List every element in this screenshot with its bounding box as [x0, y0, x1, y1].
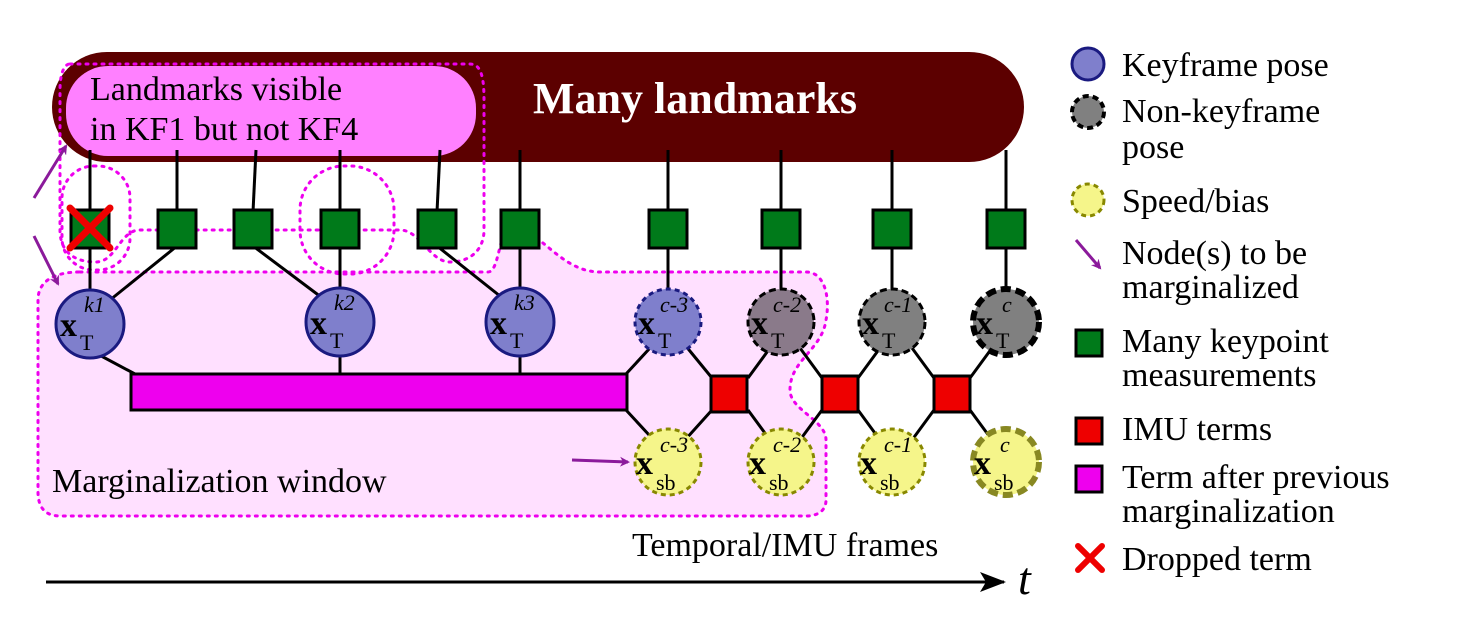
legend-imu-terms: IMU terms [1122, 411, 1272, 448]
landmarks-visible-box [66, 66, 476, 156]
marginalization-window-label: Marginalization window [52, 463, 387, 500]
keypoint-square [416, 208, 458, 250]
legend: Keyframe pose Non-keyframe pose Speed/bi… [1070, 46, 1390, 578]
kf1-dropped-region [60, 164, 132, 272]
temporal-frames-label: Temporal/IMU frames [632, 527, 938, 564]
legend-prev-marg-line1: Term after previous [1122, 459, 1390, 496]
many-landmarks-label: Many landmarks [533, 74, 857, 123]
node-sub: T [882, 328, 896, 353]
cross-icon [1075, 543, 1105, 573]
node-base: x [60, 307, 77, 344]
node-sup: c-2 [773, 432, 801, 457]
kf1-visible-region [58, 62, 486, 264]
marginalize-arrows [32, 144, 630, 467]
node-sub: T [771, 328, 785, 353]
node-sub: T [330, 328, 344, 353]
node-sub: sb [769, 470, 789, 495]
keypoint-square [319, 208, 361, 250]
visible-box-line1: Landmarks visible [90, 71, 342, 108]
arrow-icon [32, 235, 60, 286]
node-sup: c [1000, 432, 1010, 457]
prev-marg-swatch [1074, 464, 1104, 494]
node-sup: c-3 [660, 432, 688, 457]
node-base: x [490, 305, 507, 342]
node-sup: k2 [334, 290, 355, 315]
nonkeyframe-pose-swatch [1070, 94, 1106, 130]
keypoint-square [871, 208, 913, 250]
node-base: x [974, 445, 991, 482]
legend-keypoint-line1: Many keypoint [1122, 323, 1329, 360]
prior-term-bar [129, 372, 629, 412]
keyframe-node-3: x T k3 [484, 286, 556, 358]
node-base: x [638, 305, 655, 342]
keypoint-square [985, 208, 1027, 250]
node-base: x [751, 305, 768, 342]
node-sup: k1 [84, 292, 105, 317]
speed-node-c-1: x sb c-1 [857, 427, 927, 497]
keypoint-square [760, 208, 802, 250]
keyframe-node-2: x T k2 [304, 286, 376, 358]
node-sub: sb [880, 470, 900, 495]
node-base: x [310, 305, 327, 342]
node-sup: c-1 [884, 432, 912, 457]
arrow-icon [571, 456, 630, 467]
speed-node-c-2: x sb c-2 [746, 427, 816, 497]
node-base: x [862, 305, 879, 342]
keypoint-square [647, 208, 689, 250]
arrow-icon [1074, 239, 1102, 270]
landmark-edges [88, 149, 1008, 213]
cross-icon [66, 204, 114, 252]
keypoint-measurements [69, 208, 1027, 250]
pose-node-c-1: x T c-1 [857, 287, 927, 357]
pose-node-c-3: x T c-3 [633, 287, 703, 357]
legend-keyframe-pose: Keyframe pose [1122, 47, 1329, 84]
imu-square [932, 374, 972, 414]
node-sup: c-1 [884, 292, 912, 317]
legend-keypoint-line2: measurements [1122, 357, 1317, 394]
node-sup: k3 [514, 290, 535, 315]
node-base: x [860, 445, 877, 482]
keyframe-node-1: x T k1 [54, 288, 126, 360]
node-sup: c [1002, 292, 1012, 317]
legend-nonkeyframe-line2: pose [1122, 129, 1184, 166]
imu-swatch [1074, 416, 1104, 446]
node-base: x [636, 445, 653, 482]
imu-square [709, 374, 749, 414]
legend-nonkeyframe-line1: Non-keyframe [1122, 93, 1320, 130]
pose-node-c: x T c [970, 286, 1042, 358]
node-sub: T [80, 330, 94, 355]
keypoint-square [499, 208, 541, 250]
legend-dropped-term: Dropped term [1122, 541, 1312, 578]
arrow-icon [32, 144, 68, 199]
legend-marginalized-line1: Node(s) to be [1122, 235, 1307, 272]
node-base: x [749, 445, 766, 482]
node-base: x [976, 305, 993, 342]
node-sub: T [658, 328, 672, 353]
speed-node-c: x sb c [970, 426, 1042, 498]
speed-bias-swatch [1070, 182, 1106, 218]
imu-square [820, 374, 860, 414]
legend-speed-bias: Speed/bias [1122, 183, 1269, 220]
keyframe-pose-swatch [1070, 46, 1106, 82]
pose-node-c-2: x T c-2 [746, 287, 816, 357]
keypoint-square [232, 208, 274, 250]
node-sub: sb [656, 470, 676, 495]
kf2-dropped-region [298, 164, 396, 276]
keypoint-square [156, 208, 198, 250]
keypoint-swatch [1074, 328, 1104, 358]
visible-box-line2: in KF1 but not KF4 [90, 111, 358, 148]
legend-marginalized-line2: marginalized [1122, 269, 1299, 306]
legend-prev-marg-line2: marginalization [1122, 493, 1335, 530]
time-axis-label: t [1018, 553, 1032, 604]
node-sup: c-2 [773, 292, 801, 317]
node-sub: T [996, 328, 1010, 353]
speed-node-c-3: x sb c-3 [633, 427, 703, 497]
node-sup: c-3 [660, 292, 688, 317]
imu-terms [709, 374, 972, 414]
node-sub: sb [994, 470, 1014, 495]
node-sub: T [510, 328, 524, 353]
